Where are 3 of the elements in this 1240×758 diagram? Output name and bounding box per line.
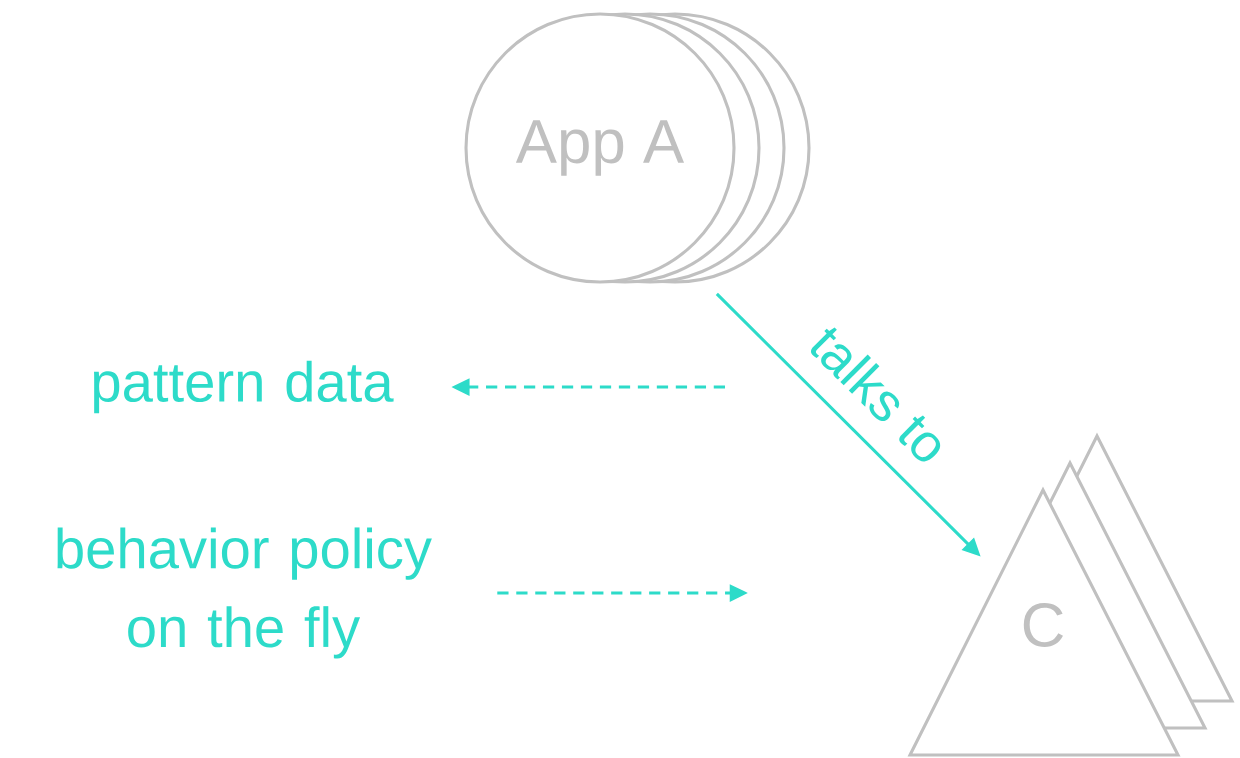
circle-stack: App A — [464, 12, 811, 284]
text-label: behavior policy on the fly — [57, 527, 432, 659]
text-label: pattern data — [94, 360, 394, 414]
